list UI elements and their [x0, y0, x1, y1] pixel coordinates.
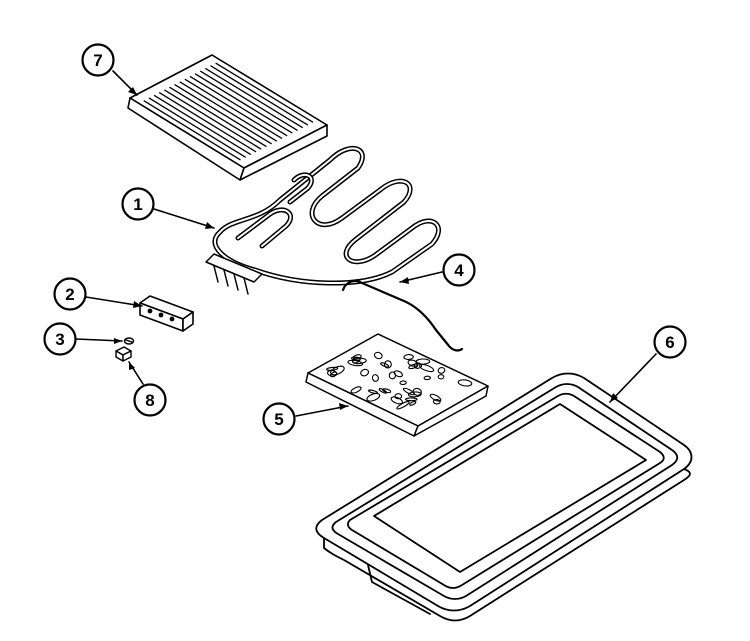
leader-line-6	[609, 353, 657, 403]
insulation-texture-mark	[409, 401, 417, 406]
insulation-texture-mark	[360, 368, 370, 377]
insulation-texture-mark	[352, 354, 362, 360]
callout-number-7: 7	[93, 51, 102, 70]
insulation-texture-mark	[399, 380, 407, 386]
callout-number-4: 4	[454, 261, 464, 280]
callout-number-8: 8	[145, 391, 154, 410]
callout-number-2: 2	[65, 285, 74, 304]
leader-line-5	[295, 405, 349, 417]
heating-element	[212, 146, 441, 286]
insulation-texture-mark	[394, 393, 403, 400]
insulation-texture-mark	[378, 388, 388, 394]
callout-number-5: 5	[274, 410, 283, 429]
leader-lines	[75, 70, 657, 417]
grate-bar	[205, 68, 303, 129]
callout-number-6: 6	[665, 333, 674, 352]
insulation-texture-mark	[388, 371, 397, 380]
drip-pan	[315, 372, 693, 622]
insulation-texture-mark	[457, 379, 473, 387]
insulation-texture-mark	[329, 371, 338, 378]
callout-number-3: 3	[55, 330, 64, 349]
grate-bar	[153, 94, 252, 155]
callout-7: 7	[81, 43, 115, 77]
callout-6: 6	[653, 325, 687, 359]
insulation-texture-mark	[383, 360, 392, 369]
insulation-texture-mark	[390, 396, 404, 405]
grate-bar	[148, 97, 246, 158]
leader-line-2	[85, 296, 143, 307]
element-terminal-bracket	[205, 253, 263, 295]
callout-2: 2	[53, 277, 87, 311]
grate-bar	[179, 81, 277, 142]
insulation-texture-mark	[350, 386, 362, 394]
element-bracket-wire	[341, 279, 464, 352]
callout-4: 4	[442, 253, 476, 287]
grill-grate	[127, 54, 328, 181]
grate-bar	[194, 73, 293, 134]
insulation-texture-mark	[404, 397, 418, 402]
insulation-texture-mark	[380, 362, 390, 368]
grate-bar	[164, 89, 262, 150]
insulation-texture-mark	[429, 393, 442, 402]
grate-bar	[215, 62, 314, 123]
insulation-texture-mark	[437, 366, 446, 374]
insulation-texture-mark	[407, 359, 419, 367]
grate-bar	[189, 76, 288, 137]
small-screw	[123, 337, 135, 345]
grate-bar	[174, 84, 272, 145]
grate-bar	[200, 70, 298, 131]
insulation-texture-mark	[437, 374, 445, 380]
small-clip	[115, 346, 132, 362]
insulation-texture-mark	[432, 398, 441, 405]
terminal-block	[139, 295, 194, 332]
grate-bar	[158, 92, 257, 153]
callout-number-1: 1	[133, 195, 142, 214]
callout-3: 3	[43, 322, 77, 356]
grate-bar	[143, 100, 241, 161]
callout-1: 1	[121, 187, 155, 221]
insulation-texture-mark	[350, 356, 361, 362]
insulation-texture-mark	[371, 374, 379, 382]
insulation-texture-mark	[423, 375, 432, 381]
insulation-texture-mark	[403, 354, 414, 360]
insulation-texture-mark	[419, 363, 435, 373]
insulation-texture-mark	[326, 366, 339, 371]
insulation-texture-mark	[367, 389, 379, 394]
grate-bar	[169, 86, 267, 147]
insulation-texture-mark	[366, 392, 381, 402]
insulation-texture-mark	[407, 391, 422, 398]
grate-bar	[184, 78, 283, 139]
insulation-texture-mark	[373, 351, 383, 360]
insulation-pad	[305, 333, 489, 437]
grate-bar	[210, 65, 309, 126]
callout-8: 8	[133, 383, 167, 417]
callout-5: 5	[262, 402, 296, 436]
leader-line-1	[153, 208, 215, 229]
